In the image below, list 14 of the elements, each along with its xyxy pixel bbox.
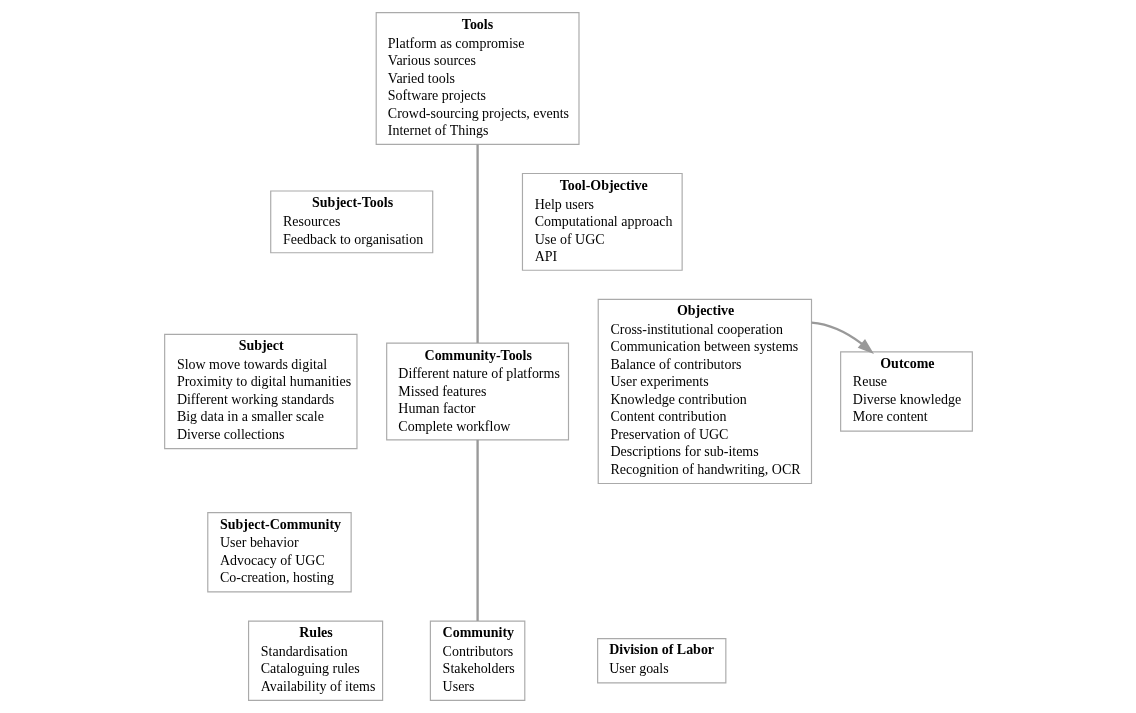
node-box: Subject-Tools Resources Feedback to organisation — [269, 190, 433, 254]
node-box: Tools Platform as compromise Various sources Varied tools Software projects Crowd-sourcing projects, events Internet of Things — [375, 12, 580, 145]
node-box: Outcome Reuse Diverse knowledge More content — [839, 351, 973, 432]
node-box: Division of Labor User goals — [596, 637, 726, 684]
node-box: Subject-Community User behavior Advocacy of UGC Co-creation, hosting — [206, 512, 352, 593]
node-box: Subject Slow move towards digital Proximity to digital humanities Different working standards Big data in a smaller scale Diverse collections — [163, 333, 358, 450]
node-box: Community Contributors Stakeholders Users — [429, 620, 525, 701]
node-box: Community-Tools Different nature of platforms Missed features Human factor Complete workflow — [385, 342, 569, 441]
connector — [475, 144, 479, 343]
connector — [475, 439, 479, 621]
arrow — [810, 321, 874, 354]
node-box: Rules Standardisation Cataloguing rules Availability of items — [247, 620, 383, 701]
node-box: Objective Cross-institutional cooperation Communication between systems Balance of contributors User experiments Knowledge contribution Content contribution Preservation of UGC Descriptions for sub-items Recognition of handwriting, OCR — [597, 298, 812, 485]
node-box: Tool-Objective Help users Computational approach Use of UGC API — [521, 172, 683, 271]
